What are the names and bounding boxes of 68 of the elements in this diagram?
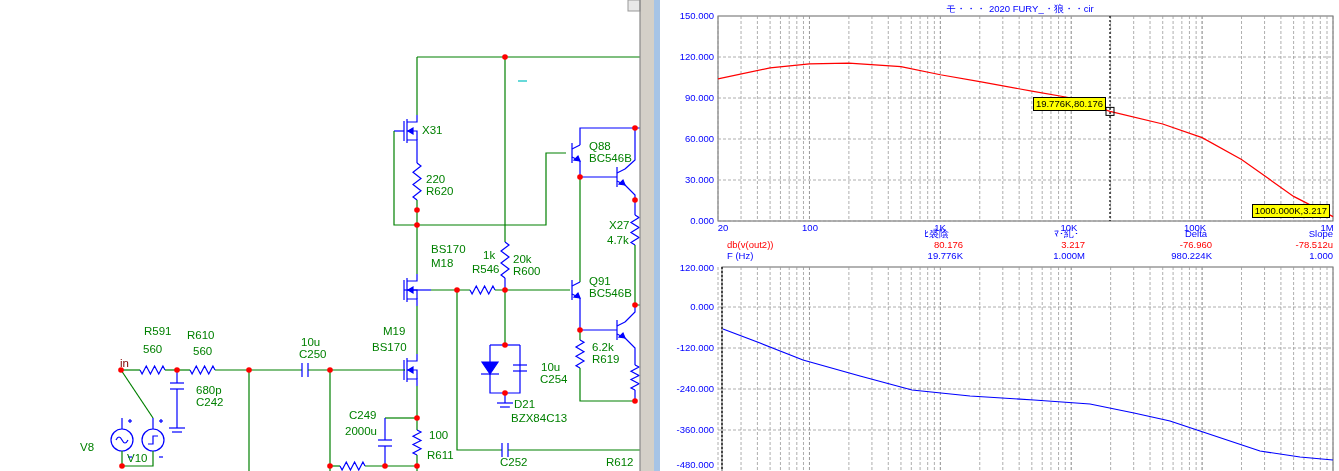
component-label: C254: [540, 374, 568, 386]
cursor-readout: -76.960: [1179, 240, 1212, 250]
axis-tick-label: 20: [717, 223, 729, 233]
cursor-readout: F (Hz): [727, 251, 754, 261]
component-label: 10u: [541, 362, 561, 374]
axis-tick-label: 120.000: [679, 52, 714, 62]
component-label: BC546B: [589, 288, 632, 300]
component-label: 1k: [483, 250, 496, 262]
component-label: V10: [127, 453, 148, 465]
cursor-readout: 1.000: [1309, 251, 1333, 261]
component-label: D21: [514, 399, 536, 411]
component-label: 20k: [513, 254, 532, 266]
component-label: R610: [187, 330, 215, 342]
axis-tick-label: 0.000: [690, 216, 714, 226]
component-label: R600: [513, 266, 541, 278]
plot-title: モ・・・ 2020 FURY_・狼・・cir: [946, 4, 1094, 14]
component-label: M18: [431, 258, 454, 270]
axis-tick-label: 150.000: [679, 11, 714, 21]
component-label: 100: [429, 430, 449, 442]
component-label: BS170: [372, 342, 407, 354]
cursor-readout: -78.512u: [1295, 240, 1333, 250]
component-label: R619: [592, 354, 620, 366]
component-label: 560: [143, 344, 163, 356]
axis-tick-label: -480.000: [676, 460, 714, 470]
axis-tick-label: 0.000: [690, 302, 714, 312]
node-label: in: [120, 358, 129, 370]
cursor-readout: 980.224K: [1171, 251, 1212, 261]
component-label: 10u: [301, 337, 321, 349]
marker-tag: 1000.000K,3.217: [1251, 204, 1330, 218]
axis-tick-label: 30.000: [684, 175, 714, 185]
cursor-readout: 3.217: [1061, 240, 1085, 250]
component-label: 6.2k: [592, 342, 614, 354]
component-label: Q91: [589, 276, 611, 288]
axis-tick-label: -240.000: [676, 384, 714, 394]
component-label: R546: [472, 264, 500, 276]
component-label: R620: [426, 186, 454, 198]
axis-tick-label: 100: [802, 223, 818, 233]
component-label: M19: [383, 326, 406, 338]
component-label: R611: [427, 450, 454, 462]
axis-tick-label: -360.000: [676, 425, 714, 435]
cursor-readout: 80.176: [933, 240, 963, 250]
component-label: 680p: [196, 385, 222, 397]
component-label: R612: [606, 457, 634, 469]
readout-header: ﾋ裘陰: [923, 229, 949, 239]
cursor-readout: db(v(out2)): [727, 240, 774, 250]
component-label: BC546B: [589, 153, 632, 165]
component-label: C249: [349, 410, 377, 422]
component-label: Q88: [589, 141, 611, 153]
component-label: R591: [144, 326, 172, 338]
component-label: BS170: [431, 244, 466, 256]
cursor-readout: 19.776K: [927, 251, 963, 261]
cursor-readout: 1.000M: [1053, 251, 1085, 261]
axis-tick-label: 120.000: [679, 263, 714, 273]
marker-tag: 19.776K,80.176: [1032, 97, 1106, 111]
component-label: C250: [299, 349, 327, 361]
component-label: 2000u: [345, 426, 377, 438]
component-label: X27: [609, 220, 630, 232]
component-label: 560: [193, 346, 213, 358]
component-label: C252: [500, 457, 528, 469]
component-label: C242: [196, 397, 224, 409]
component-label: BZX84C13: [511, 413, 568, 425]
component-label: 220: [426, 174, 446, 186]
axis-tick-label: 60.000: [684, 134, 714, 144]
component-label: X31: [422, 125, 443, 137]
component-label: V8: [80, 442, 95, 454]
component-label: 4.7k: [607, 235, 629, 247]
axis-tick-label: 90.000: [684, 93, 714, 103]
axis-tick-label: -120.000: [676, 343, 714, 353]
